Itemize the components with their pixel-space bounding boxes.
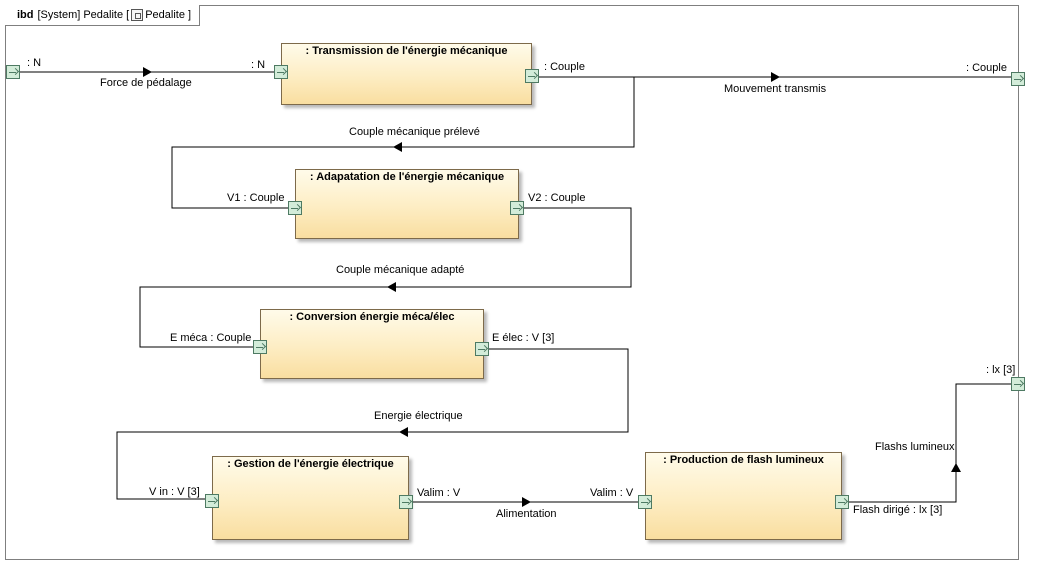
port-transmission-in[interactable] [274,65,288,79]
port-prod-valim[interactable] [638,495,652,509]
block-transmission[interactable]: : Transmission de l'énergie mécanique [281,43,532,105]
label-trans-in-n: : N [251,59,266,71]
connector-label-mouvement: Mouvement transmis [724,83,827,95]
connector-label-couple-preleve: Couple mécanique prélevé [349,126,480,138]
port-frame-out-couple[interactable] [1011,72,1025,86]
block-conversion[interactable]: : Conversion énergie méca/élec [260,309,484,379]
label-frame-out-lx: : lx [3] [986,364,1016,376]
block-gestion-title: : Gestion de l'énergie électrique [227,458,394,470]
port-conv-e-meca[interactable] [253,340,267,354]
label-gestion-vin: V in : V [3] [149,486,200,498]
port-frame-out-lx[interactable] [1011,377,1025,391]
label-frame-out-couple: : Couple [966,62,1007,74]
port-adapt-v1[interactable] [288,201,302,215]
block-production-title: : Production de flash lumineux [663,454,824,466]
diagram-kind: ibd [17,9,34,21]
label-conv-e-elec: E élec : V [3] [492,332,555,344]
port-adapt-v2[interactable] [510,201,524,215]
port-conv-e-elec[interactable] [475,342,489,356]
label-gestion-valim: Valim : V [417,487,461,499]
flashs-arrow [951,463,961,472]
diagram-context: [System] Pedalite [ [37,9,130,21]
port-prod-flash[interactable] [835,495,849,509]
label-prod-flash: Flash dirigé : lx [3] [853,504,943,516]
block-adaptation-title: : Adapatation de l'énergie mécanique [309,171,505,183]
label-conv-e-meca: E méca : Couple [170,332,252,344]
block-adaptation[interactable]: : Adapatation de l'énergie mécanique [295,169,519,239]
port-gestion-valim[interactable] [399,495,413,509]
block-conversion-title: : Conversion énergie méca/élec [289,311,455,323]
force-arrow [143,67,152,77]
diagram-frame [5,5,1019,560]
mouvement-arrow [771,72,780,82]
connector-label-flashs: Flashs lumineux [875,441,955,453]
connector-flashs [849,383,1011,503]
connector-label-energie: Energie électrique [374,410,463,422]
diagram-name: Pedalite [145,9,185,21]
connector-energie [116,348,629,500]
label-adapt-v2: V2 : Couple [528,192,586,204]
label-frame-in-n: : N [27,57,42,69]
label-prod-valim: Valim : V [590,487,634,499]
connector-couple-adapte [139,207,632,348]
label-adapt-v1: V1 : Couple [227,192,285,204]
block-production[interactable]: : Production de flash lumineux [645,452,842,540]
couple-preleve-arrow [393,142,402,152]
block-gestion[interactable]: : Gestion de l'énergie électrique [212,456,409,540]
connector-label-force: Force de pédalage [100,77,192,89]
connector-label-alimentation: Alimentation [496,508,557,520]
connector-label-couple-adapte: Couple mécanique adapté [336,264,465,276]
port-transmission-out[interactable] [525,69,539,83]
connector-couple-preleve [171,77,635,209]
label-trans-out-couple: : Couple [544,61,585,73]
diagram-close-bracket: ] [187,9,192,21]
block-transmission-title: : Transmission de l'énergie mécanique [305,45,508,57]
block-icon [131,9,144,21]
port-gestion-vin[interactable] [205,494,219,508]
frame-header: ibd [System] Pedalite [ Pedalite ] [5,5,201,26]
port-frame-in-n[interactable] [6,65,20,79]
alimentation-arrow [522,497,531,507]
energie-arrow [399,427,408,437]
couple-adapte-arrow [387,282,396,292]
